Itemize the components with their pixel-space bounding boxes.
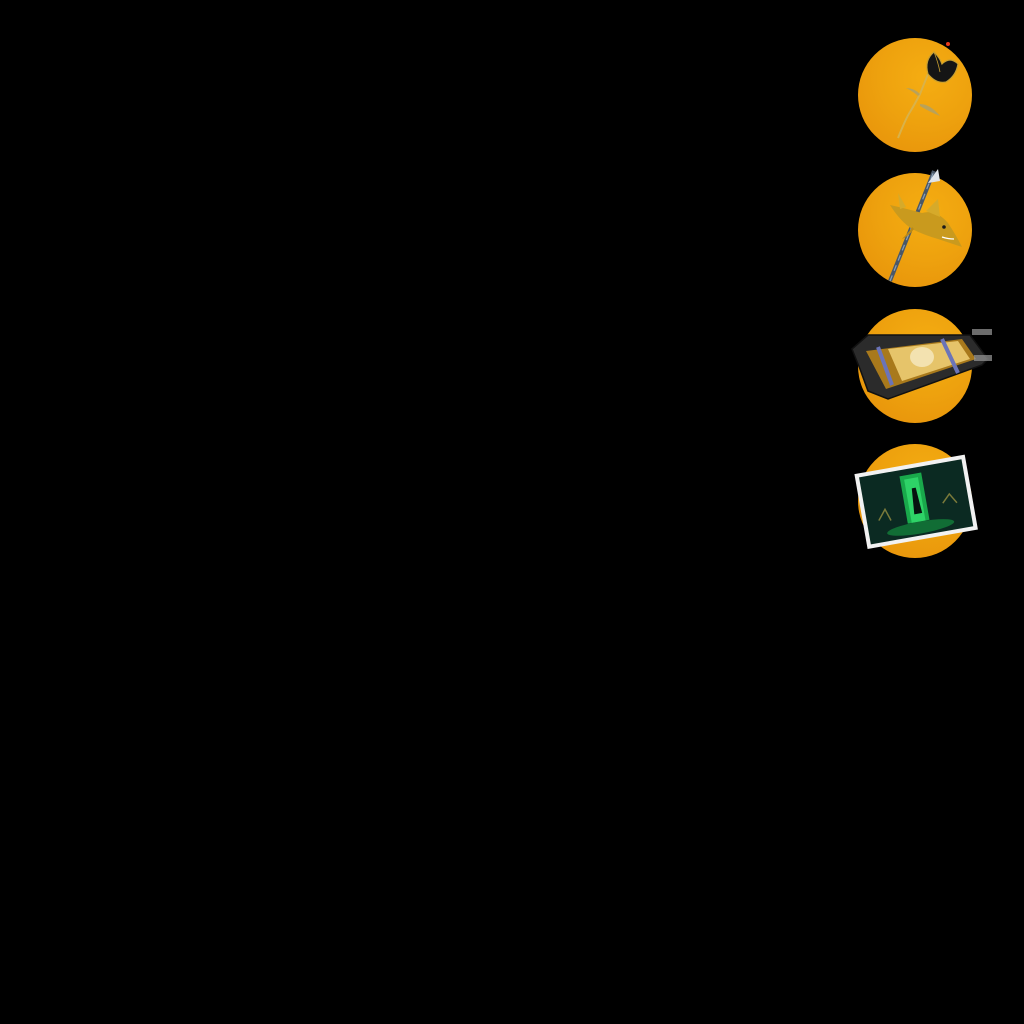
reward-item-framed-painting[interactable] xyxy=(851,309,992,423)
reward-item-shark-pickaxe[interactable] xyxy=(858,169,972,287)
golden-shark-pickaxe-icon xyxy=(888,169,962,282)
black-rose-icon xyxy=(897,42,959,139)
green-doorway-loading-screen-icon xyxy=(854,454,978,549)
reward-item-black-rose[interactable] xyxy=(858,38,972,152)
framed-painting-icon xyxy=(851,329,992,400)
reward-item-loading-screen[interactable] xyxy=(854,444,978,558)
reward-circle xyxy=(858,38,972,152)
